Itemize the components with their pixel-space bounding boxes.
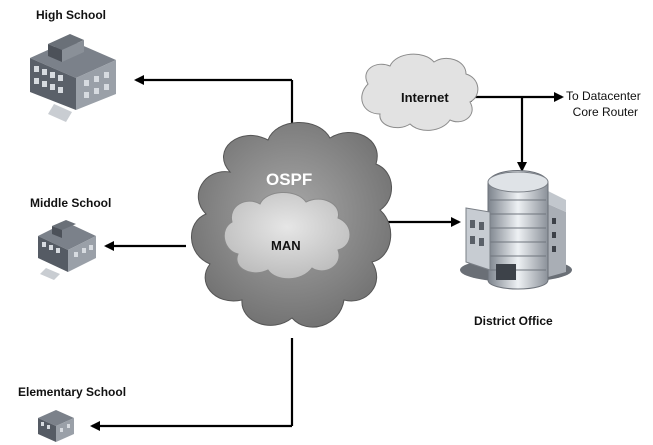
high-school-building-icon (30, 34, 116, 122)
label-datacenter: To Datacenter Core Router (566, 88, 641, 120)
label-middle-school: Middle School (30, 196, 112, 210)
man-cloud-icon (223, 192, 351, 280)
label-elementary-school: Elementary School (18, 385, 127, 399)
elementary-school-building-icon (38, 410, 74, 442)
label-ospf: OSPF (266, 170, 313, 189)
district-office-building-icon (460, 170, 572, 290)
internet-cloud-icon (361, 53, 479, 131)
label-district-office: District Office (474, 314, 553, 328)
label-high-school: High School (36, 8, 106, 22)
label-internet: Internet (401, 90, 449, 105)
label-man: MAN (271, 238, 301, 253)
label-datacenter-line2: Core Router (572, 105, 639, 119)
middle-school-building-icon (38, 220, 96, 280)
label-datacenter-line1: To Datacenter (566, 89, 641, 103)
